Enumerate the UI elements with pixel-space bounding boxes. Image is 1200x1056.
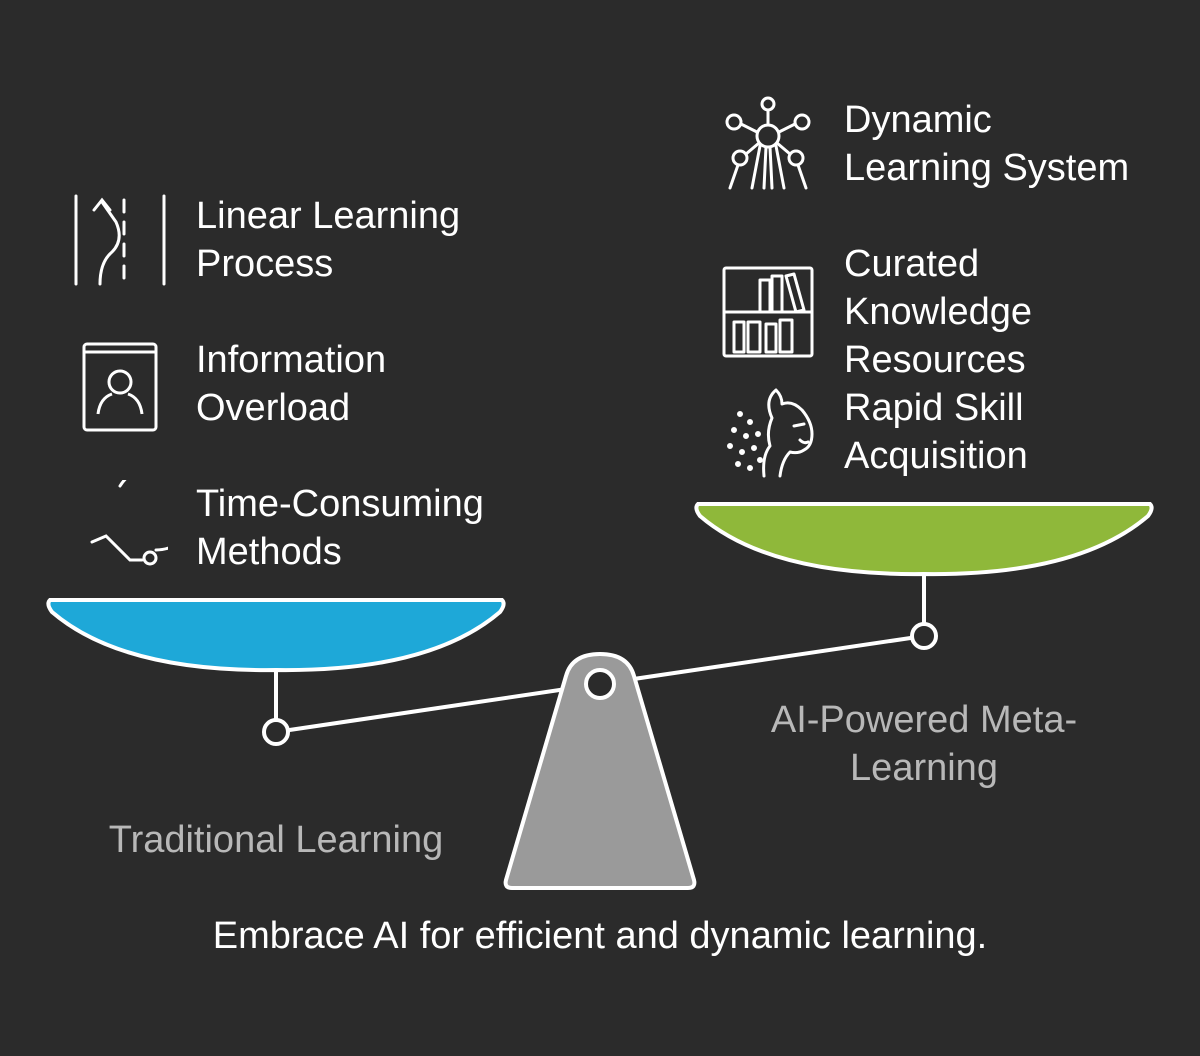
- right-pan: [694, 502, 1154, 577]
- left-item-time-consuming: Time-Consuming Methods: [72, 480, 484, 576]
- fulcrum: [503, 652, 697, 890]
- bookshelf-icon: [720, 264, 816, 360]
- left-item-linear-learning: Linear Learning Process: [72, 192, 460, 288]
- left-pivot: [262, 718, 290, 746]
- item-label: Dynamic Learning System: [844, 99, 1130, 189]
- item-label: Time-Consuming Methods: [196, 483, 484, 573]
- cheetah-icon: [720, 384, 816, 480]
- left-pan: [46, 598, 506, 673]
- right-item-curated-knowledge: Curated Knowledge Resources: [720, 240, 1032, 384]
- footer-caption: Embrace AI for efficient and dynamic lea…: [212, 915, 988, 957]
- item-label: Linear Learning Process: [196, 195, 461, 285]
- right-side-label: AI-Powered Meta- Learning: [770, 699, 1078, 789]
- left-side-label: Traditional Learning: [108, 819, 444, 861]
- left-item-information-overload: Information Overload: [72, 336, 386, 432]
- item-label: Curated Knowledge Resources: [844, 243, 1033, 381]
- dashed-clock-icon: [72, 480, 168, 576]
- right-item-dynamic-learning: Dynamic Learning System: [720, 96, 1129, 192]
- contact-book-icon: [72, 336, 168, 432]
- network-nodes-icon: [720, 96, 816, 192]
- right-pivot: [910, 622, 938, 650]
- item-label: Rapid Skill Acquisition: [844, 387, 1028, 477]
- item-label: Information Overload: [196, 339, 387, 429]
- winding-road-icon: [72, 192, 168, 288]
- fulcrum-pivot: [584, 668, 616, 700]
- right-item-rapid-skill: Rapid Skill Acquisition: [720, 384, 1028, 480]
